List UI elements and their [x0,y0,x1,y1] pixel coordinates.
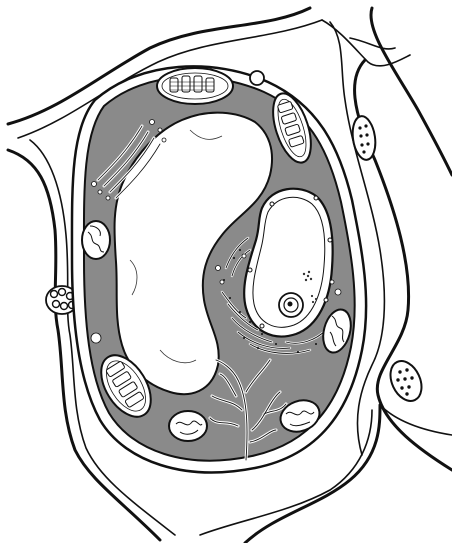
peroxisome [250,71,264,85]
neighbour-chloroplast [384,356,427,406]
neighbour-chloroplast [350,115,378,162]
mitochondrion [82,221,110,259]
mitochondrion [169,411,207,441]
chloroplast [157,68,233,104]
nucleolus [279,293,303,317]
